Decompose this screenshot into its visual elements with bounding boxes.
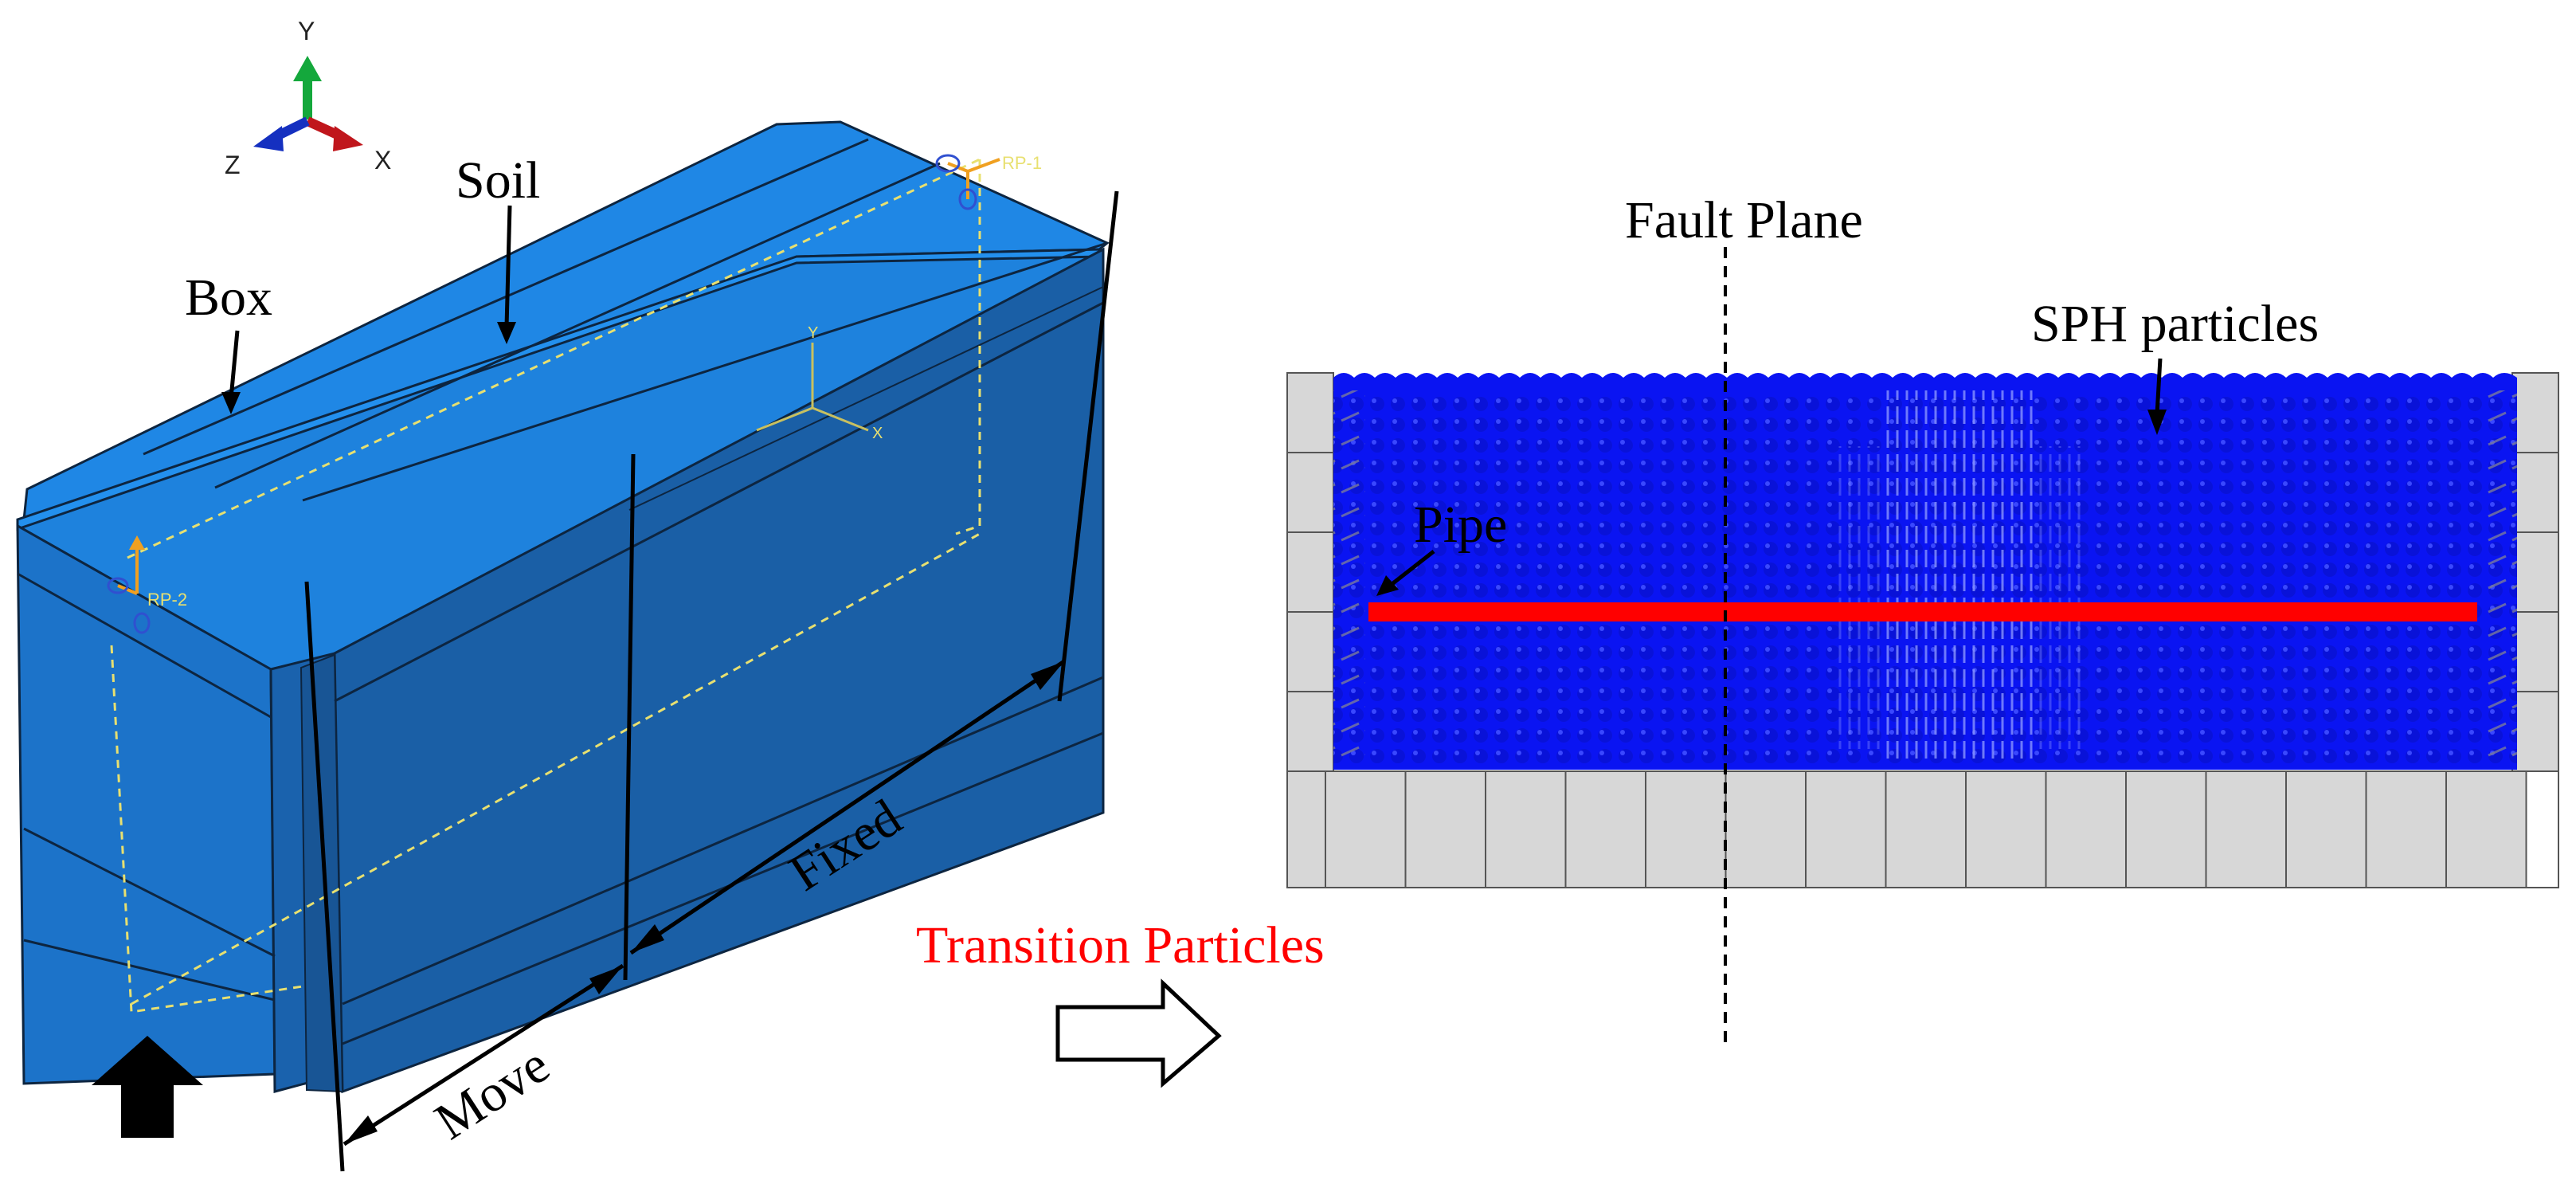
bottom-grid-cell — [1485, 770, 1567, 888]
bottom-grid-cell — [1965, 770, 2047, 888]
part-triad-y-label: Y — [808, 324, 818, 342]
bottom-grid-cell — [1805, 770, 1887, 888]
particle-edge-right — [2485, 378, 2517, 770]
bottom-grid-cell — [2045, 770, 2127, 888]
wall-grid-cell — [2511, 452, 2559, 533]
wall-grid-cell — [2511, 611, 2559, 692]
block-gap-face — [299, 653, 344, 1093]
sph-cross-section — [1286, 372, 2559, 888]
bottom-grid-cell — [1325, 770, 1407, 888]
pipe — [1368, 602, 2477, 621]
global-coordinate-triad: Y X Z — [225, 17, 391, 179]
soil-label: Soil — [456, 151, 540, 210]
reference-point-rp1-marker: RP-1 — [935, 153, 1042, 210]
bottom-grid-cell — [1564, 770, 1646, 888]
bottom-grid-cell — [2205, 770, 2287, 888]
wall-grid-cell — [2511, 372, 2559, 453]
wall-grid-cell — [2511, 691, 2559, 772]
bottom-grid-cell — [1885, 770, 1967, 888]
part-triad: X Y — [756, 324, 883, 442]
up-arrow-icon — [92, 1036, 203, 1138]
wall-grid-cell — [1286, 531, 1334, 613]
bottom-grid-cell — [2365, 770, 2447, 888]
bottom-grid-cell — [1645, 770, 1727, 888]
fault-plane-label: Fault Plane — [1625, 191, 1863, 249]
wall-grid-cell — [1286, 691, 1334, 772]
sph-leader-arrow — [2147, 358, 2167, 435]
left-wall-elements — [1286, 372, 1334, 772]
box-leader-arrow — [221, 330, 241, 414]
box-label: Box — [185, 269, 272, 327]
triad-y-label: Y — [298, 17, 315, 45]
bottom-grid-cell — [1725, 770, 1807, 888]
fixed-right-boundary-line — [1057, 190, 1119, 702]
part-triad-x-label: X — [872, 425, 883, 442]
sph-particles-label: SPH particles — [2031, 295, 2319, 353]
move-left-boundary-line — [304, 581, 345, 1172]
right-outline-arrow-icon — [1055, 978, 1222, 1088]
fixed-dimension-arrow — [629, 659, 1066, 955]
pipe-label: Pipe — [1414, 496, 1507, 554]
reference-point-rp2-marker: RP-2 — [107, 535, 187, 634]
bottom-grid-cell — [2445, 770, 2527, 888]
wall-grid-cell — [1286, 452, 1334, 533]
wall-grid-cell — [2511, 531, 2559, 613]
move-fixed-divider-line — [623, 453, 636, 981]
bottom-element-grid — [1286, 770, 2559, 888]
soil-free-surface — [1333, 373, 2517, 390]
triad-x-label: X — [374, 146, 391, 174]
wall-grid-cell — [1286, 611, 1334, 692]
bottom-grid-cell — [2285, 770, 2367, 888]
soil-leader-arrow — [497, 205, 516, 344]
bottom-grid-cell — [1404, 770, 1486, 888]
right-wall-elements — [2511, 372, 2559, 772]
pipe-leader-arrow — [1376, 550, 1435, 596]
bottom-grid-cell — [1286, 770, 1326, 888]
bottom-grid-cell — [2125, 770, 2207, 888]
fault-zone-disturbed-particles — [1880, 382, 2039, 765]
triad-z-label: Z — [225, 151, 241, 179]
rp2-label: RP-2 — [147, 590, 187, 610]
wall-grid-cell — [1286, 372, 1334, 453]
move-dimension-arrow — [343, 963, 624, 1147]
transition-particles-label: Transition Particles — [916, 916, 1325, 974]
particle-edge-left — [1333, 378, 1365, 770]
rp1-label: RP-1 — [1002, 153, 1042, 173]
